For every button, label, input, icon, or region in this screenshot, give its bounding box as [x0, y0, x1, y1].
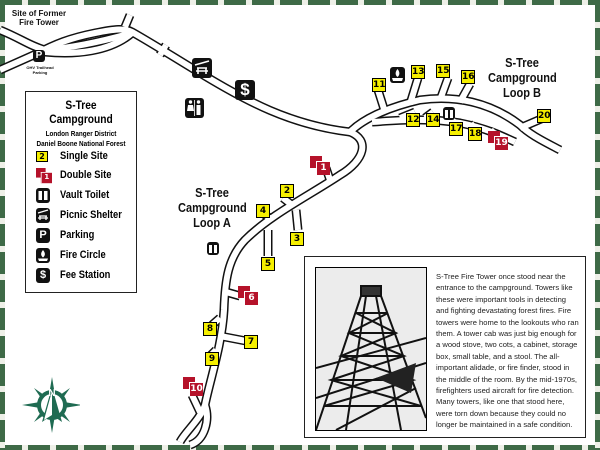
- legend-label: Picnic Shelter: [60, 209, 122, 221]
- double-site-6[interactable]: 6: [238, 286, 258, 305]
- loop-b-label-line: S-Tree: [505, 55, 539, 70]
- picnic-shelter-icon[interactable]: [192, 58, 212, 78]
- legend-item-double-site: 1 Double Site: [36, 166, 111, 184]
- double-site-1[interactable]: 1: [310, 156, 330, 175]
- site-16[interactable]: 16: [461, 70, 475, 84]
- map-legend: S-Tree Campground London Ranger District…: [25, 91, 137, 293]
- loop-b-label-line: Loop B: [502, 85, 542, 100]
- site-12[interactable]: 12: [406, 113, 420, 127]
- site-5[interactable]: 5: [261, 257, 275, 271]
- site-11[interactable]: 11: [372, 78, 386, 92]
- fire-tower-description: S-Tree Fire Tower once stood near the en…: [436, 272, 579, 430]
- vault-toilet-icon-loop-b[interactable]: [443, 107, 455, 120]
- site-2[interactable]: 2: [280, 184, 294, 198]
- double-site-19[interactable]: 19: [488, 131, 508, 150]
- picnic-shelter-icon: [36, 207, 50, 223]
- parking-icon[interactable]: P: [33, 50, 45, 62]
- legend-item-fire-circle: Fire Circle: [36, 246, 106, 264]
- site-14[interactable]: 14: [426, 113, 440, 127]
- vault-toilet-icon[interactable]: [185, 98, 204, 118]
- legend-title: S-Tree Campground: [49, 98, 113, 126]
- double-site-10[interactable]: 10: [183, 377, 203, 396]
- loop-a-label: S-Tree Campground Loop A: [178, 185, 247, 230]
- compass-rose: N: [20, 375, 82, 435]
- legend-label: Vault Toilet: [60, 189, 110, 201]
- legend-label: Double Site: [60, 169, 112, 181]
- fire-tower-photo: [315, 267, 427, 431]
- vault-toilet-icon: [36, 187, 50, 203]
- fee-station-icon: $: [36, 267, 50, 283]
- loop-a-label-line: S-Tree: [195, 185, 229, 200]
- site-8[interactable]: 8: [203, 322, 217, 336]
- loop-a-label-line: Campground: [178, 200, 247, 215]
- parking-icon: P: [36, 227, 50, 243]
- site-17[interactable]: 17: [449, 122, 463, 136]
- fire-circle-icon[interactable]: [390, 67, 405, 83]
- legend-item-parking: P Parking: [36, 226, 94, 244]
- legend-label: Single Site: [60, 150, 108, 162]
- single-site-sample: 2: [36, 150, 48, 162]
- fee-station-icon[interactable]: $: [235, 80, 255, 100]
- legend-item-vault-toilet: Vault Toilet: [36, 186, 109, 204]
- legend-label: Fee Station: [60, 269, 111, 281]
- loop-b-label: S-Tree Campground Loop B: [488, 55, 557, 100]
- loop-b-label-line: Campground: [488, 70, 557, 85]
- legend-district: London Ranger District: [45, 129, 117, 138]
- ohv-parking-label: OHV Trailhead Parking: [26, 65, 54, 75]
- site-18[interactable]: 18: [468, 127, 482, 141]
- compass-icon: N: [22, 377, 82, 433]
- site-13[interactable]: 13: [411, 65, 425, 79]
- site-7[interactable]: 7: [244, 335, 258, 349]
- loop-a-label-line: Loop A: [193, 215, 231, 230]
- site-15[interactable]: 15: [436, 64, 450, 78]
- double-site-sample: 1: [36, 167, 52, 183]
- vault-toilet-icon-loop-a[interactable]: [207, 242, 219, 255]
- legend-subtitle: London Ranger District Daniel Boone Nati…: [34, 129, 128, 149]
- site-3[interactable]: 3: [290, 232, 304, 246]
- legend-label: Parking: [60, 229, 95, 241]
- compass-north-label: N: [48, 388, 55, 399]
- fire-tower-site-label: Site of Former Fire Tower: [11, 9, 67, 27]
- site-4[interactable]: 4: [256, 204, 270, 218]
- site-20[interactable]: 20: [537, 109, 551, 123]
- legend-item-fee-station: $ Fee Station: [36, 266, 110, 284]
- legend-item-picnic-shelter: Picnic Shelter: [36, 206, 122, 224]
- site-9[interactable]: 9: [205, 352, 219, 366]
- legend-label: Fire Circle: [60, 249, 106, 261]
- fire-circle-icon: [36, 247, 50, 263]
- legend-item-single-site: 2 Single Site: [36, 147, 108, 165]
- fire-tower-info-panel: S-Tree Fire Tower once stood near the en…: [304, 256, 586, 438]
- legend-forest: Daniel Boone National Forest: [36, 139, 126, 148]
